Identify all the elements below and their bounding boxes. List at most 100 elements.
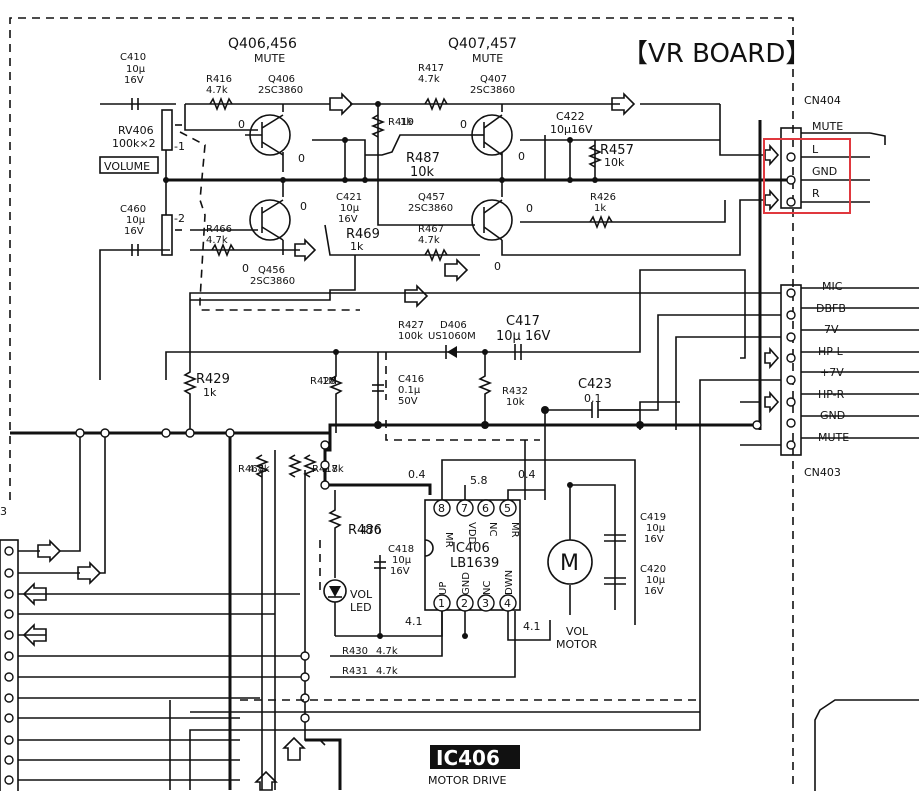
c421-val: 10μ: [340, 203, 360, 214]
signal-arrows: [22, 92, 636, 791]
gang-label-1: -1: [174, 140, 185, 153]
cn404-pin-gnd: GND: [812, 165, 837, 178]
pin1-name: UP: [438, 582, 449, 595]
r468-r418: R468 4.7k R418 4.7k: [238, 454, 432, 495]
ic406-banner-subtitle: MOTOR DRIVE: [428, 774, 507, 787]
pin8-name: MR: [443, 532, 454, 548]
r467-val: 4.7k: [418, 235, 440, 246]
c421-ref: C421: [336, 192, 362, 203]
left-edge-connector: 3: [0, 433, 305, 791]
transistor-q406-label: Q406 2SC3860: [258, 74, 303, 96]
pin8-num: 8: [438, 502, 445, 515]
pin5-num: 5: [504, 502, 511, 515]
highlight-box: [763, 138, 851, 214]
cn403-pin-dbfb: DBFB: [816, 302, 846, 315]
pin8-voltage: 0.4: [408, 468, 426, 481]
cn403-pin-mute: MUTE: [818, 431, 849, 444]
d406-ref: D406: [440, 320, 467, 331]
cap-c418: C418 10μ 16V: [374, 544, 414, 636]
pin4-voltage: 4.1: [523, 620, 541, 633]
r432-ref: R432: [502, 386, 528, 397]
r428-ref: R428: [310, 376, 336, 387]
transistor-q406: [245, 114, 291, 156]
volume-box: [99, 156, 159, 174]
cn404-pin-mute: MUTE: [812, 120, 843, 133]
r430-value: 4.7k: [376, 646, 398, 657]
r416-val: 4.7k: [206, 85, 228, 96]
resistor-r416: R416 4.7k: [206, 74, 233, 112]
ic406-banner: IC406 MOTOR DRIVE: [428, 745, 520, 787]
connector-cn403: CN403 MIC DBFB -7V HP-L +7V HP-R GND MUT…: [764, 280, 919, 479]
r418-val: 4.7k: [322, 464, 344, 475]
resistor-r457: R457 10k: [587, 143, 634, 169]
gang-label-2: -2: [174, 212, 185, 225]
group-name: Q406,456: [228, 36, 297, 52]
r466-val: 4.7k: [206, 235, 228, 246]
zero-mark: 0: [298, 152, 305, 165]
c419-volt: 16V: [644, 534, 664, 545]
transistor-q407-label: Q407 2SC3860: [470, 74, 515, 96]
d406-part: US1060M: [428, 331, 476, 342]
ic406-chip: 8 7 6 5 1 2 3 4 MR VDD NC MR IC406 LB163…: [330, 440, 636, 678]
rv406-pot: RV406 100k×2 VOLUME -1 -2: [99, 109, 360, 311]
cn403-pin-minus7v: -7V: [820, 323, 839, 336]
pin2-num: 2: [461, 597, 468, 610]
c423-val: 0.1: [584, 392, 602, 405]
r417-val: 4.7k: [418, 74, 440, 85]
rv406-ref: RV406: [118, 124, 154, 137]
led-label-1: VOL: [350, 588, 373, 601]
q406-ref: Q406: [268, 74, 295, 85]
cn404-label: CN404: [804, 94, 841, 107]
r486-ref: R486: [348, 523, 382, 538]
pin1-num: 1: [438, 597, 445, 610]
c421-volt: 16V: [338, 214, 358, 225]
c420-volt: 16V: [644, 586, 664, 597]
r419-ref: R419: [388, 117, 414, 128]
cap-c421: C421 10μ 16V: [336, 192, 362, 225]
r417-ref: R417: [418, 63, 444, 74]
board-outline: [9, 17, 919, 791]
r427-val: 100k: [398, 331, 423, 342]
r430-label: R430: [342, 646, 368, 657]
q456-ref: Q456: [258, 265, 285, 276]
q406-part: 2SC3860: [258, 85, 303, 96]
r416-ref: R416: [206, 74, 232, 85]
vertical-trunks: [228, 433, 342, 790]
r457-ref: R457: [600, 143, 634, 158]
group-note: MUTE: [472, 52, 503, 65]
r429-ref: R429: [196, 372, 230, 387]
r426-val: 1k: [594, 203, 606, 214]
zero-mark: 0: [518, 150, 525, 163]
zero-mark: 0: [494, 260, 501, 273]
r432-val: 10k: [506, 397, 525, 408]
cn403-label: CN403: [804, 466, 841, 479]
cn403-pin-gnd: GND: [820, 409, 845, 422]
group-name: Q407,457: [448, 36, 517, 52]
vol-motor: M VOL MOTOR C419 10μ 16V C420 10μ 16V: [547, 484, 666, 651]
r486-val: 470: [360, 524, 381, 537]
zero-mark: 0: [526, 202, 533, 215]
pin5-name: MR: [509, 522, 520, 538]
transistor-q407: [470, 114, 513, 156]
c460-ref: C460: [120, 204, 146, 215]
zero-mark: 0: [460, 118, 467, 131]
pin4-num: 4: [504, 597, 511, 610]
r428-val: 1M: [322, 376, 337, 387]
cap-c422: C422 10μ16V: [550, 110, 593, 136]
group-q407-457: Q407,457 MUTE: [448, 36, 517, 65]
resistor-r417: R417 4.7k: [418, 63, 448, 112]
c419-ref: C419: [640, 512, 666, 523]
c410-volt: 16V: [124, 75, 144, 86]
resistor-r487: R487 10k: [406, 151, 440, 180]
volume-label: VOLUME: [104, 160, 150, 173]
r431-label: R431: [342, 666, 368, 677]
c410-ref: C410: [120, 52, 146, 63]
pin3-name: NC: [482, 581, 493, 595]
c416-volt: 50V: [398, 396, 418, 407]
pin7-num: 7: [461, 502, 468, 515]
zero-mark: 0: [238, 118, 245, 131]
r457-val: 10k: [604, 156, 625, 169]
edge-mark: 3: [0, 505, 7, 518]
c419-val: 10μ: [646, 523, 666, 534]
